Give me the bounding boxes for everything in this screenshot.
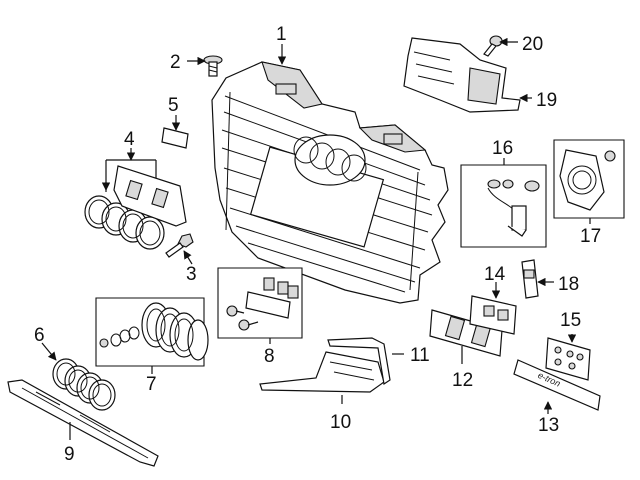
rings-part-6 — [52, 358, 116, 411]
callout-19: 19 — [536, 90, 557, 111]
callout-3: 3 — [186, 264, 197, 285]
callout-13: 13 — [538, 415, 559, 436]
callout-18: 18 — [558, 274, 579, 295]
molding-part-11 — [327, 337, 391, 386]
sensor-kit-box-part-16 — [460, 164, 547, 248]
radar-mount-part-19 — [403, 37, 521, 113]
bolt-part-3 — [165, 233, 194, 258]
callout-20: 20 — [522, 34, 543, 55]
clips-box-part-8 — [217, 267, 303, 339]
leader-lines — [41, 37, 591, 440]
callout-17: 17 — [580, 226, 601, 247]
mount-plate-part-15 — [545, 337, 591, 381]
bracket-part-12 — [429, 309, 503, 357]
emblem-part-4 — [84, 165, 187, 250]
callout-2: 2 — [170, 52, 181, 73]
trim-strip-part-9 — [7, 379, 159, 467]
rings-set-box-part-7 — [95, 297, 209, 367]
label-part-5 — [161, 127, 189, 149]
callout-1: 1 — [276, 24, 287, 45]
callout-10: 10 — [330, 412, 351, 433]
callout-9: 9 — [64, 444, 75, 465]
callout-12: 12 — [452, 370, 473, 391]
grille-assembly — [211, 61, 449, 304]
sensor-bracket-box-part-17 — [553, 139, 625, 219]
callout-6: 6 — [34, 325, 45, 346]
bolt-part-20 — [483, 35, 503, 57]
callout-16: 16 — [492, 138, 513, 159]
callout-labels: 1 2 3 4 5 6 7 8 9 10 11 12 13 14 15 16 1… — [34, 24, 601, 465]
callout-14: 14 — [484, 264, 506, 285]
trim-piece-part-10 — [259, 351, 385, 393]
screw-part-2 — [203, 55, 223, 77]
callout-4: 4 — [124, 129, 135, 150]
clip-part-14 — [469, 295, 517, 335]
bracket-part-18 — [521, 259, 539, 299]
callout-8: 8 — [264, 346, 275, 367]
callout-7: 7 — [146, 374, 157, 395]
callout-5: 5 — [168, 95, 179, 116]
callout-15: 15 — [560, 310, 581, 331]
callout-11: 11 — [410, 345, 430, 366]
